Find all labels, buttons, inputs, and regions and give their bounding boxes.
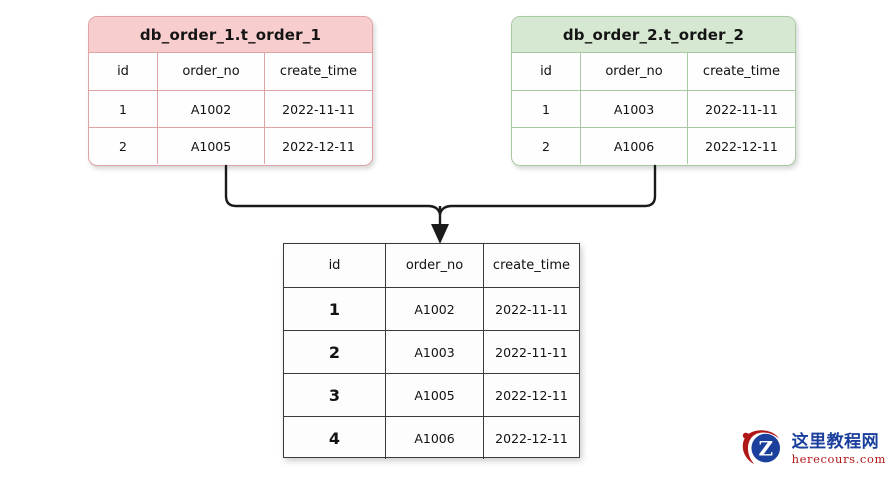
cell-order-no: A1002 — [158, 91, 265, 127]
cell-id: 2 — [89, 128, 158, 164]
cell-create-time: 2022-11-11 — [705, 101, 778, 117]
table-row: 2 A1005 2022-12-11 — [89, 127, 372, 164]
watermark: Z 这里教程网 herecours.com — [741, 424, 886, 474]
column-header-order-no: order_no — [158, 53, 265, 90]
cell-order-no: A1006 — [581, 128, 688, 164]
cell-order-no: A1003 — [581, 91, 688, 127]
cell-create-time: 2022-11-11 — [282, 101, 355, 117]
herecours-z-logo-icon: Z — [742, 430, 781, 465]
cell-order-no: A1002 — [386, 288, 484, 330]
source-table-1-title: db_order_1.t_order_1 — [89, 17, 372, 53]
source-table-db-order-2: db_order_2.t_order_2 id order_no create_… — [511, 16, 796, 166]
source-table-2-title: db_order_2.t_order_2 — [512, 17, 795, 53]
svg-text:Z: Z — [758, 437, 773, 461]
cell-id: 4 — [284, 417, 386, 459]
table-row: 1 A1002 2022-11-11 — [89, 90, 372, 127]
watermark-site-name-en: herecours.com — [791, 451, 886, 466]
cell-create-time: 2022-12-11 — [495, 430, 568, 446]
cell-order-no: A1006 — [386, 417, 484, 459]
cell-order-no: A1005 — [158, 128, 265, 164]
cell-order-no: A1003 — [386, 331, 484, 373]
cell-id: 2 — [284, 331, 386, 373]
cell-create-time: 2022-12-11 — [705, 138, 778, 154]
cell-create-time: 2022-11-11 — [495, 301, 568, 317]
column-header-order-no: order_no — [581, 53, 688, 90]
cell-id: 3 — [284, 374, 386, 416]
column-header-create-time: create_time — [702, 64, 781, 79]
column-header-order-no: order_no — [386, 244, 484, 287]
cell-order-no: A1005 — [386, 374, 484, 416]
table-row: 3 A1005 2022-12-11 — [284, 373, 579, 416]
cell-create-time: 2022-12-11 — [495, 387, 568, 403]
column-header-id: id — [89, 53, 158, 90]
column-header-create-time: create_time — [492, 258, 571, 273]
table-row: 1 A1003 2022-11-11 — [512, 90, 795, 127]
table-header-row: id order_no create_time — [89, 53, 372, 90]
cell-create-time: 2022-11-11 — [495, 344, 568, 360]
cell-id: 1 — [89, 91, 158, 127]
table-row: 4 A1006 2022-12-11 — [284, 416, 579, 459]
table-header-row: id order_no create_time — [512, 53, 795, 90]
connector-left-branch — [224, 164, 442, 216]
column-header-id: id — [284, 244, 386, 287]
cell-id: 1 — [284, 288, 386, 330]
connector-arrowhead — [431, 224, 449, 244]
cell-id: 2 — [512, 128, 581, 164]
source-table-db-order-1: db_order_1.t_order_1 id order_no create_… — [88, 16, 373, 166]
table-header-row: id order_no create_time — [284, 244, 579, 287]
column-header-id: id — [512, 53, 581, 90]
connector-right-branch — [438, 164, 657, 216]
table-row: 2 A1003 2022-11-11 — [284, 330, 579, 373]
cell-id: 1 — [512, 91, 581, 127]
cell-create-time: 2022-12-11 — [282, 138, 355, 154]
table-row: 1 A1002 2022-11-11 — [284, 287, 579, 330]
watermark-site-name-cn: 这里教程网 — [791, 431, 880, 452]
merged-result-table: id order_no create_time 1 A1002 2022-11-… — [283, 243, 580, 459]
column-header-create-time: create_time — [279, 64, 358, 79]
table-row: 2 A1006 2022-12-11 — [512, 127, 795, 164]
watermark-text: 这里教程网 herecours.com — [791, 431, 886, 466]
